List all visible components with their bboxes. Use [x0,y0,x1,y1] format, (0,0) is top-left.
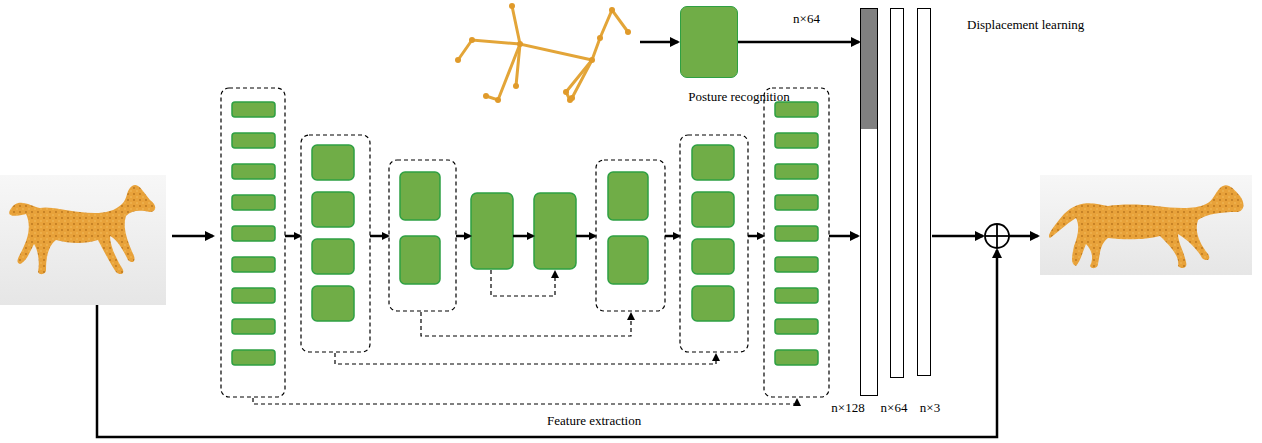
section-title: Displacement learning [965,18,1086,32]
skeleton-joints [455,3,631,103]
node-label: n×3 [920,401,940,415]
sum-symbol [985,224,1009,248]
skip-connections [253,270,797,404]
encoder-decoder-groups [221,88,829,397]
node-label: n×128 [831,401,864,415]
feature-bar: n×64 [890,8,904,378]
posture-recognition-block: Posture recognition [680,6,738,78]
network-layer-blocks [232,102,818,365]
section-title: Feature extraction [545,414,643,428]
node-label: Posture recognition [688,90,789,104]
feature-bar: n×128 [860,8,878,396]
skeleton-figure [458,6,628,100]
node-label: n×64 [881,401,908,415]
output-point-cloud [1040,175,1252,275]
input-point-cloud [0,175,166,305]
bar-highlight [861,9,877,129]
edge-label: n×64 [793,12,820,26]
connector-arrow [738,41,859,44]
feature-bar: n×3 [917,8,931,376]
